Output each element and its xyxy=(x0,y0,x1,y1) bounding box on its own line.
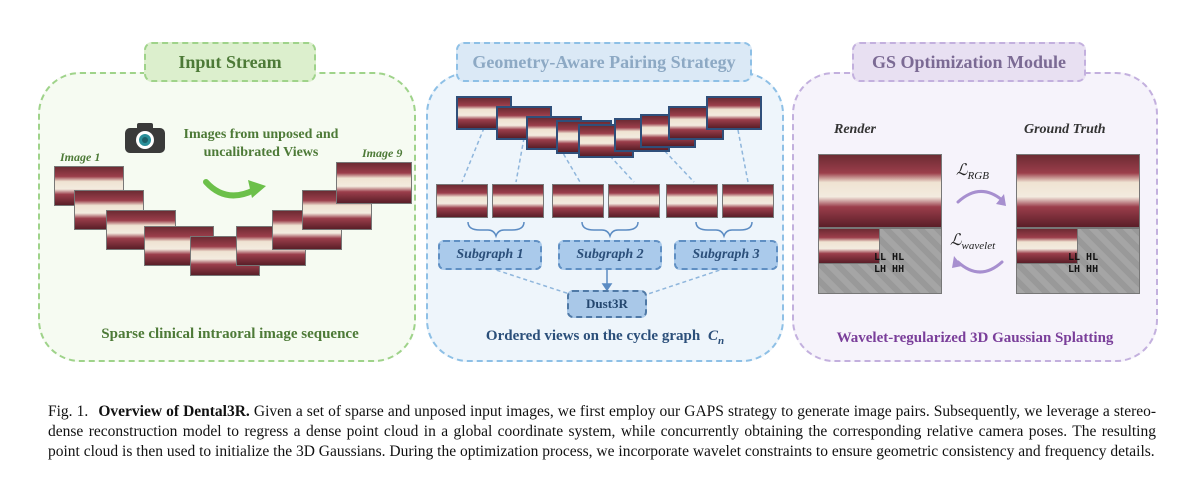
render-image xyxy=(818,154,942,228)
camera-icon xyxy=(124,122,166,154)
gs-optimization-title: GS Optimization Module xyxy=(852,42,1086,82)
ground-truth-label: Ground Truth xyxy=(1024,122,1106,137)
wavelet-loss-subscript: wavelet xyxy=(961,240,996,253)
curved-arrow-icon xyxy=(200,170,270,204)
render-band-row1: LL HL xyxy=(874,252,905,263)
cycle-graph-symbol: C xyxy=(707,328,718,344)
gt-image xyxy=(1016,154,1140,228)
pair-image xyxy=(666,184,718,218)
rgb-loss-symbol: ℒ xyxy=(956,162,968,179)
gt-band-row1: LL HL xyxy=(1068,252,1099,263)
pair-image xyxy=(608,184,660,218)
pair-image xyxy=(722,184,774,218)
pairing-strategy-title: Geometry-Aware Pairing Strategy xyxy=(456,42,752,82)
wavelet-loss: ℒwavelet xyxy=(950,230,995,252)
wavelet-loss-symbol: ℒ xyxy=(950,232,962,249)
rgb-loss-subscript: RGB xyxy=(967,170,989,183)
pair-image xyxy=(436,184,488,218)
render-wavelet-ll xyxy=(818,228,880,264)
pair-image xyxy=(552,184,604,218)
optim-caption: Wavelet-regularized 3D Gaussian Splattin… xyxy=(836,330,1114,346)
input-caption: Sparse clinical intraoral image sequence xyxy=(101,326,359,342)
pairing-caption: Ordered views on the cycle graph Cn xyxy=(440,328,770,347)
figure-label: Fig. 1. xyxy=(48,403,89,420)
rgb-loss: ℒRGB xyxy=(956,160,989,182)
input-image xyxy=(336,162,412,204)
pairing-caption-text: Ordered views on the cycle graph xyxy=(485,328,701,344)
figure-text: Given a set of sparse and unposed input … xyxy=(48,403,1157,460)
subgraph-1: Subgraph 1 xyxy=(438,240,542,270)
figure-title: Overview of Dental3R. xyxy=(98,403,250,420)
subgraph-2: Subgraph 2 xyxy=(558,240,662,270)
subgraph-3: Subgraph 3 xyxy=(674,240,778,270)
cycle-graph-subscript: n xyxy=(717,335,725,347)
render-label: Render xyxy=(834,122,876,137)
gt-wavelet-ll xyxy=(1016,228,1078,264)
input-stream-title: Input Stream xyxy=(144,42,316,82)
input-note: Images from unposed and uncalibrated Vie… xyxy=(183,127,339,160)
render-band-row2: LH HH xyxy=(874,264,905,275)
figure-caption: Fig. 1. Overview of Dental3R. Given a se… xyxy=(48,402,1156,462)
image-9-label: Image 9 xyxy=(362,146,403,160)
image-1-label: Image 1 xyxy=(60,150,101,164)
dust3r-box: Dust3R xyxy=(567,290,647,318)
gt-band-row2: LH HH xyxy=(1068,264,1099,275)
pair-image xyxy=(492,184,544,218)
pair-source-image xyxy=(706,96,762,130)
